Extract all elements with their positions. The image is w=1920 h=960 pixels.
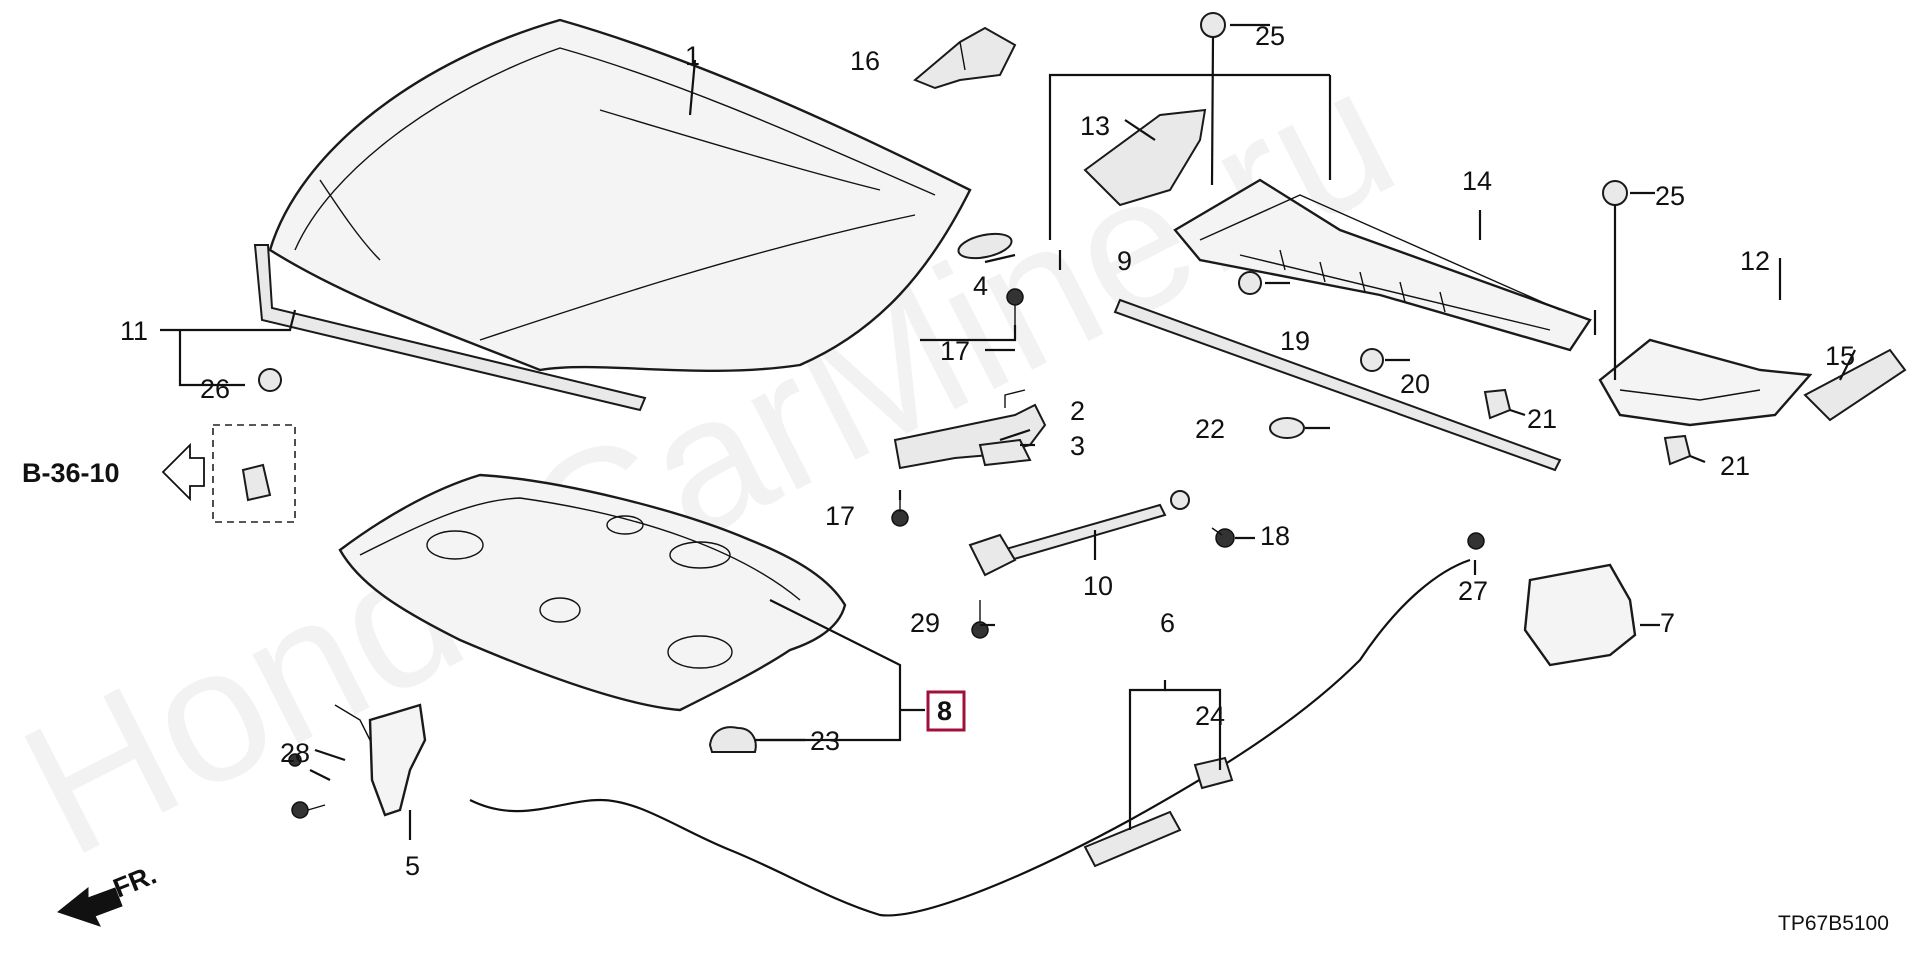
callout-9: 9 bbox=[1117, 246, 1132, 276]
callout-8-highlight bbox=[926, 690, 966, 732]
hood-hinge-bolt-lower[interactable] bbox=[891, 500, 909, 527]
hood-release-handle[interactable] bbox=[1523, 563, 1637, 667]
callout-21a: 21 bbox=[1527, 404, 1557, 434]
hood-insulator[interactable] bbox=[338, 473, 847, 712]
callout-26: 26 bbox=[200, 374, 230, 404]
handle-bolt[interactable] bbox=[1467, 532, 1485, 550]
ref-clip-box bbox=[212, 424, 296, 523]
cowl-top-right[interactable] bbox=[1598, 338, 1813, 427]
callout-29: 29 bbox=[910, 608, 940, 638]
callout-17a: 17 bbox=[940, 336, 970, 366]
callout-1: 1 bbox=[685, 41, 700, 71]
callout-12: 12 bbox=[1740, 246, 1770, 276]
callout-18: 18 bbox=[1260, 521, 1290, 551]
diagram-code: TP67B5100 bbox=[1778, 912, 1889, 935]
ref-arrow-icon[interactable] bbox=[161, 442, 205, 502]
strut-ball-stud[interactable] bbox=[1211, 527, 1235, 548]
callout-13: 13 bbox=[1080, 111, 1110, 141]
strut-bolt[interactable] bbox=[971, 600, 989, 639]
hood-panel[interactable] bbox=[268, 18, 972, 373]
callout-11: 11 bbox=[120, 316, 148, 346]
latch-bolt[interactable] bbox=[291, 801, 326, 819]
cowl-clip-25b[interactable] bbox=[1602, 180, 1628, 206]
hood-support-strut[interactable] bbox=[968, 490, 1190, 577]
callout-23: 23 bbox=[810, 726, 840, 756]
callout-3: 3 bbox=[1070, 431, 1085, 461]
callout-5: 5 bbox=[405, 851, 420, 881]
cowl-clip-25a[interactable] bbox=[1200, 12, 1226, 38]
cowl-bracket-right[interactable] bbox=[1803, 348, 1907, 422]
callout-4: 4 bbox=[973, 271, 988, 301]
callout-15: 15 bbox=[1825, 341, 1855, 371]
callout-10: 10 bbox=[1083, 571, 1113, 601]
cowl-seal[interactable] bbox=[1113, 298, 1562, 472]
front-arrow-icon bbox=[56, 886, 123, 927]
callout-22: 22 bbox=[1195, 414, 1225, 444]
callout-7: 7 bbox=[1660, 608, 1675, 638]
leader-lines bbox=[160, 23, 1856, 840]
callout-16: 16 bbox=[850, 46, 880, 76]
hood-hinge-bolt-upper[interactable] bbox=[1006, 288, 1024, 325]
callout-14: 14 bbox=[1462, 166, 1492, 196]
cowl-clip-21a[interactable] bbox=[1483, 388, 1512, 420]
edge-seal-clip[interactable] bbox=[258, 368, 282, 392]
cowl-fastener-20[interactable] bbox=[1360, 348, 1384, 372]
cowl-grommet[interactable] bbox=[1269, 417, 1305, 439]
callout-labels: 1 2 3 4 5 6 7 8 9 10 11 12 13 14 15 16 1… bbox=[120, 21, 1855, 881]
cowl-clip-21b[interactable] bbox=[1663, 434, 1692, 466]
hood-release-cable[interactable] bbox=[469, 558, 1471, 917]
callout-17b: 17 bbox=[825, 501, 855, 531]
hood-latch[interactable] bbox=[334, 703, 427, 817]
latch-bolt-28[interactable] bbox=[288, 753, 302, 767]
callout-8: 8 bbox=[937, 696, 952, 726]
callout-6: 6 bbox=[1160, 608, 1175, 638]
cowl-top-left[interactable] bbox=[1173, 178, 1592, 352]
callout-19: 19 bbox=[1280, 326, 1310, 356]
callout-20: 20 bbox=[1400, 369, 1430, 399]
callout-28: 28 bbox=[280, 738, 310, 768]
callout-2: 2 bbox=[1070, 396, 1085, 426]
hood-hinge[interactable] bbox=[893, 389, 1047, 470]
hood-clip-bracket[interactable] bbox=[913, 26, 1017, 90]
callout-25a: 25 bbox=[1255, 21, 1285, 51]
hood-edge-seal[interactable] bbox=[253, 244, 647, 412]
cable-clamp[interactable] bbox=[1193, 756, 1234, 790]
callout-21b: 21 bbox=[1720, 451, 1750, 481]
cowl-end-cap[interactable] bbox=[1083, 108, 1207, 207]
hood-pad[interactable] bbox=[956, 230, 1013, 263]
ref-section-label[interactable]: B-36-10 bbox=[22, 458, 120, 488]
insulator-clip[interactable] bbox=[708, 726, 757, 753]
callout-27: 27 bbox=[1458, 576, 1488, 606]
cowl-fastener-19[interactable] bbox=[1238, 271, 1262, 295]
callout-25b: 25 bbox=[1655, 181, 1685, 211]
callout-24: 24 bbox=[1195, 701, 1225, 731]
